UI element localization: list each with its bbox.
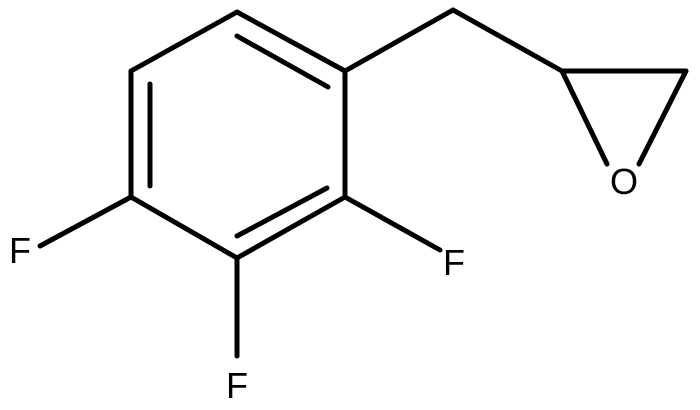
- ring-bond-bottom-right: [234, 194, 348, 261]
- atom-label-f-bottom: F: [226, 365, 248, 406]
- ring-inner-double-bottom: [234, 185, 330, 239]
- ring-bond-top-left: [128, 9, 240, 74]
- epoxide-bond-c2-o: [636, 68, 689, 167]
- ring-bond-top-right: [234, 9, 348, 74]
- bond-ring-to-f-right: [342, 194, 443, 253]
- bond-ring-to-f-left: [37, 194, 134, 249]
- atom-label-f-left: F: [9, 230, 31, 271]
- ring-inner-double-top: [234, 33, 331, 90]
- ring-bond-bottom-left: [128, 194, 240, 261]
- bond-ch2-to-epoxide: [450, 7, 565, 74]
- atom-label-o-epoxide: O: [610, 161, 638, 202]
- atom-label-f-right: F: [443, 242, 465, 283]
- bond-ring-to-ch2: [342, 7, 456, 74]
- epoxide-bond-c1-o: [559, 68, 610, 167]
